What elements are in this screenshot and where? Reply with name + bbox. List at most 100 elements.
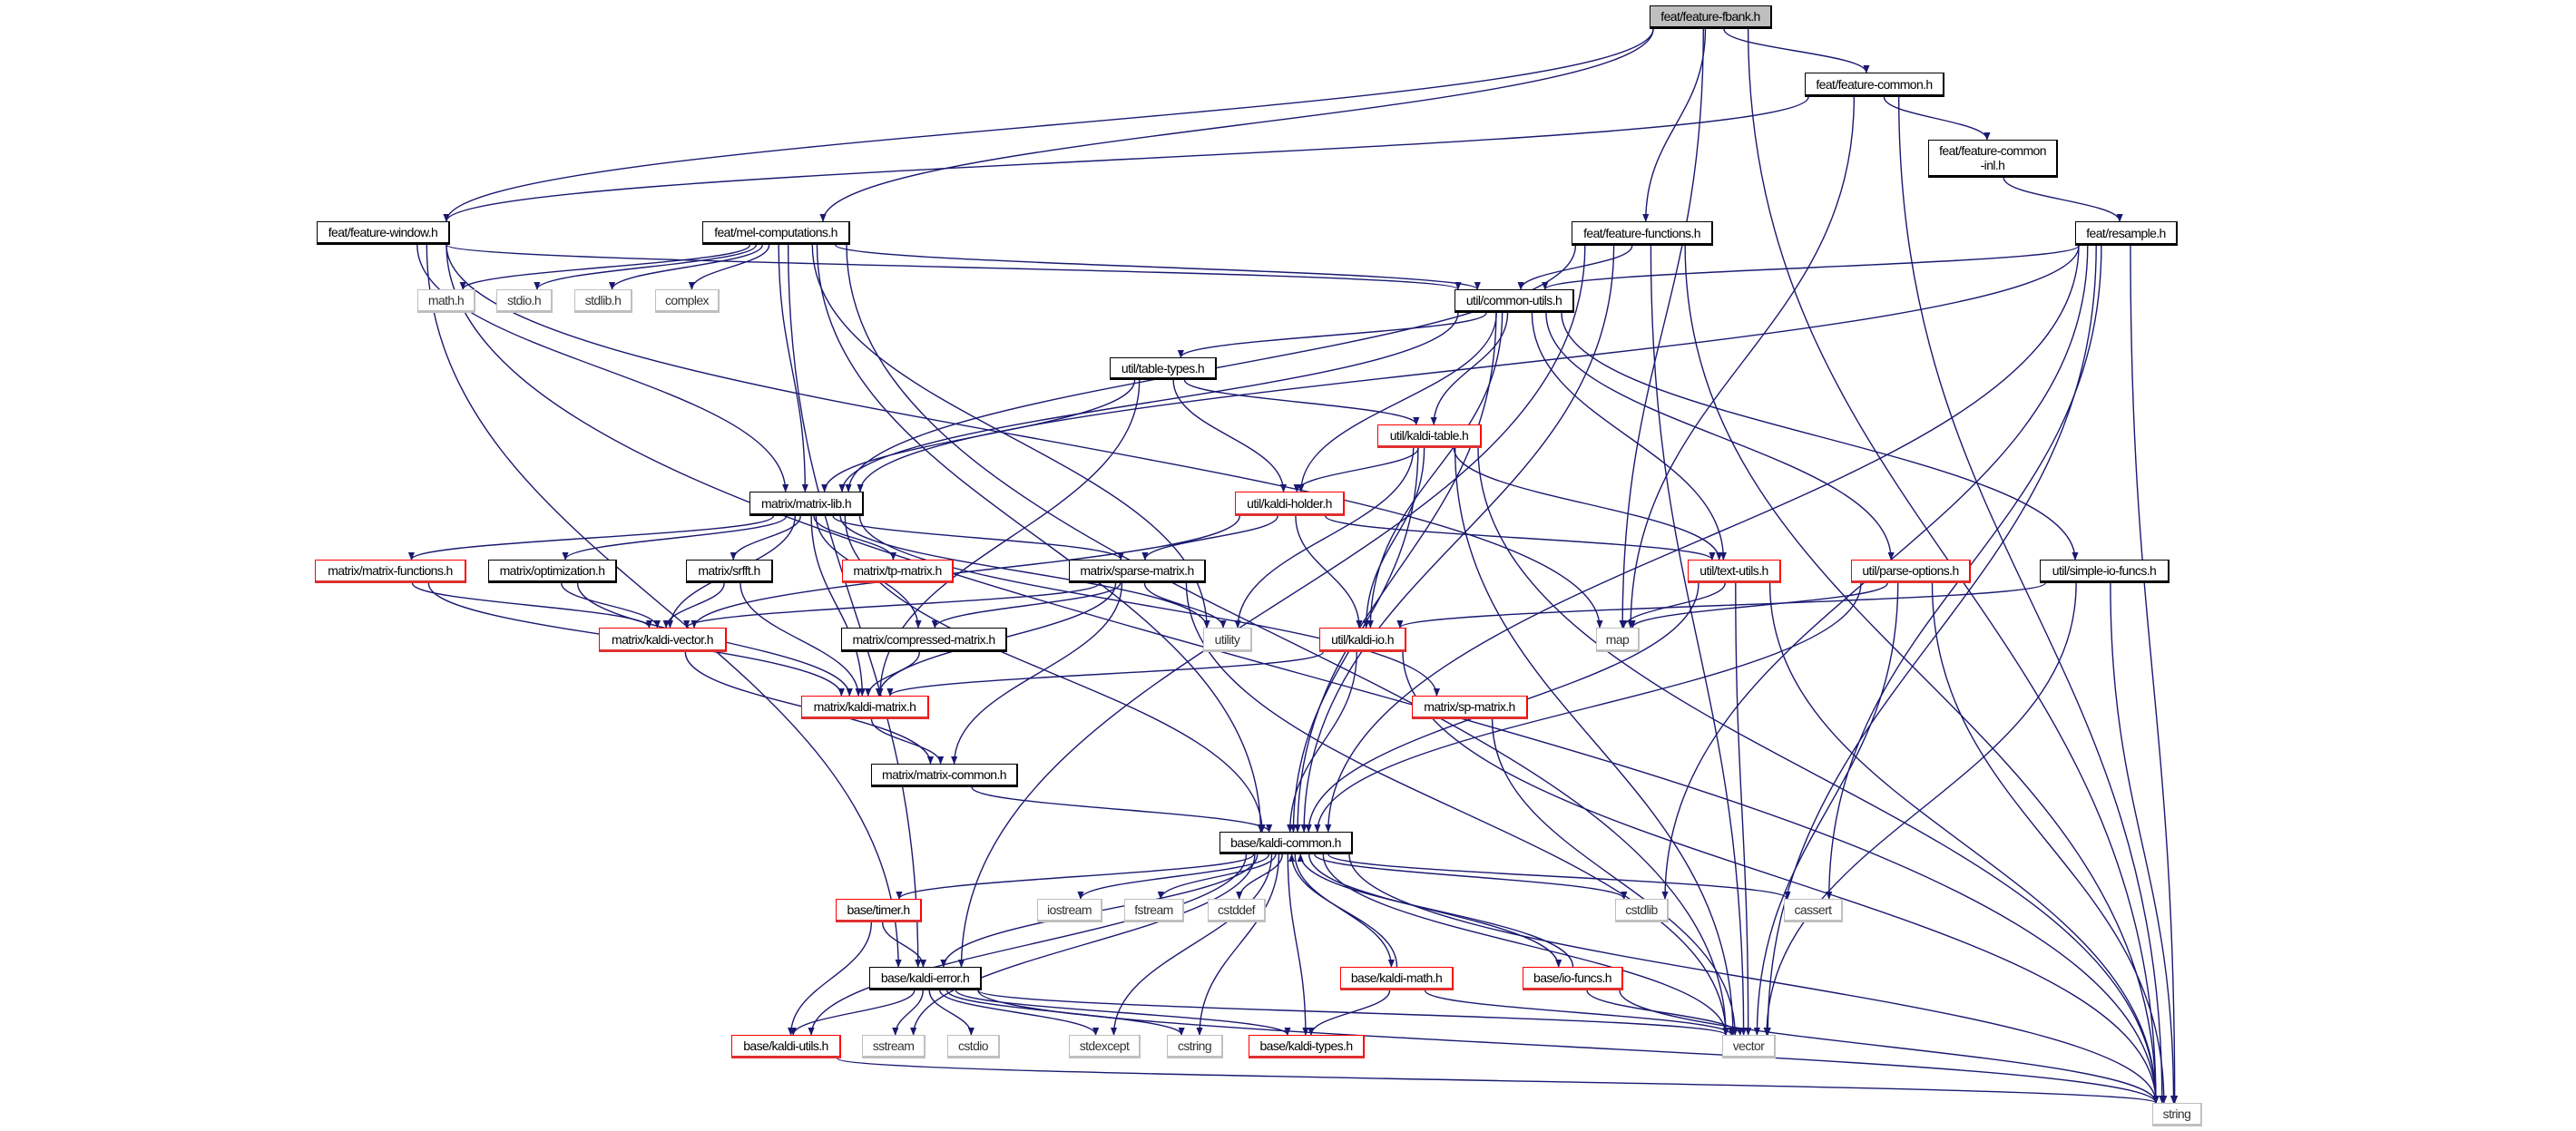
edge-fwindow-to-kaldierror	[426, 244, 902, 968]
edge-timer-to-kaldiutils	[788, 921, 873, 1036]
node-kaldierror[interactable]: base/kaldi-error.h	[869, 967, 982, 990]
edge-ffunc-to-commonutils	[1517, 245, 1633, 290]
node-kalditypes[interactable]: base/kaldi-types.h	[1249, 1035, 1365, 1058]
edge-parseoptions-to-vector	[1753, 582, 1899, 1036]
edge-matrixlib-to-kaldimatrix	[810, 515, 866, 697]
edge-kaldiholder-to-textutils	[1325, 515, 1716, 561]
node-spmatrix[interactable]: matrix/sp-matrix.h	[1412, 696, 1528, 719]
edge-sparse-to-compressed	[931, 582, 1121, 629]
node-stdioh[interactable]: stdio.h	[496, 289, 553, 313]
edge-sparse-to-kaldivector	[683, 582, 1101, 629]
node-sstream[interactable]: sstream	[862, 1035, 926, 1058]
node-iofuncs[interactable]: base/io-funcs.h	[1523, 967, 1623, 990]
node-fbank[interactable]: feat/feature-fbank.h	[1650, 5, 1772, 29]
node-map[interactable]: map	[1596, 628, 1640, 652]
node-stdlibh[interactable]: stdlib.h	[574, 289, 632, 313]
edge-kaldicommon-to-iostream	[1077, 853, 1270, 900]
edge-commonutils-to-kaldiholder	[1298, 312, 1497, 492]
edge-kaldierror-to-stdexcept	[939, 990, 1100, 1036]
node-fstream[interactable]: fstream	[1124, 899, 1184, 922]
node-kaldimath[interactable]: base/kaldi-math.h	[1340, 967, 1454, 990]
node-cstddef[interactable]: cstddef	[1208, 899, 1266, 922]
edge-fbank-to-map	[1619, 28, 1704, 629]
edge-ffunc-to-vector	[1650, 245, 1748, 1036]
edge-kaldicommon-to-iofuncs	[1308, 853, 1562, 968]
node-kaldiholder[interactable]: util/kaldi-holder.h	[1235, 492, 1345, 516]
edge-tabletypes-to-matrixlib	[821, 379, 1136, 492]
edge-sparse-to-utility	[1143, 582, 1227, 629]
node-srfft[interactable]: matrix/srfft.h	[686, 560, 773, 583]
node-utility[interactable]: utility	[1203, 628, 1252, 652]
node-timer[interactable]: base/timer.h	[836, 899, 922, 922]
node-cstring[interactable]: cstring	[1167, 1035, 1223, 1058]
node-fwindow[interactable]: feat/feature-window.h	[317, 221, 450, 245]
edge-commonutils-to-simpleio	[1561, 312, 2079, 561]
edge-fwindow-to-map	[446, 244, 1603, 629]
node-cassert[interactable]: cassert	[1784, 899, 1843, 922]
edge-kaldicommon-to-cstring	[1196, 853, 1280, 1036]
node-compressed[interactable]: matrix/compressed-matrix.h	[841, 628, 1007, 652]
node-kalditable[interactable]: util/kaldi-table.h	[1377, 424, 1482, 448]
node-mfunctions[interactable]: matrix/matrix-functions.h	[315, 560, 466, 583]
node-complex[interactable]: complex	[655, 289, 720, 313]
edge-resample-to-kaldicommon	[1325, 245, 2080, 833]
node-kaldivector[interactable]: matrix/kaldi-vector.h	[599, 628, 727, 652]
edge-kaldiio-to-kaldimatrix	[886, 651, 1324, 697]
edge-kalditable-to-kaldiholder	[1293, 447, 1419, 492]
node-matrixcommon[interactable]: matrix/matrix-common.h	[871, 764, 1018, 787]
edge-kaldimatrix-to-matrixcommon	[870, 718, 945, 765]
node-ffunc[interactable]: feat/feature-functions.h	[1572, 221, 1713, 246]
node-string[interactable]: string	[2152, 1103, 2202, 1126]
edge-resample-to-commonutils	[1542, 245, 2080, 290]
edge-tabletypes-to-kaldiholder	[1172, 379, 1288, 492]
edge-mel-to-matrixlib	[778, 244, 808, 492]
node-tabletypes[interactable]: util/table-types.h	[1110, 357, 1217, 380]
edge-kaldierror-to-sstream	[892, 990, 924, 1036]
edge-fwindow-to-commonutils	[446, 244, 1462, 290]
node-optimization[interactable]: matrix/optimization.h	[488, 560, 617, 583]
node-parseoptions[interactable]: util/parse-options.h	[1851, 560, 1971, 583]
edge-commonutils-to-matrixlib	[838, 312, 1459, 492]
node-mel[interactable]: feat/mel-computations.h	[702, 221, 850, 245]
edge-kaldierror-to-kalditypes	[955, 990, 1291, 1036]
node-vector[interactable]: vector	[1722, 1035, 1776, 1058]
edge-kaldierror-to-string	[977, 990, 2160, 1104]
node-mathh[interactable]: math.h	[417, 289, 475, 313]
edge-commonutils-to-kaldiio	[1366, 312, 1503, 629]
node-kaldimatrix[interactable]: matrix/kaldi-matrix.h	[801, 696, 929, 719]
node-kaldiutils[interactable]: base/kaldi-utils.h	[731, 1035, 841, 1058]
node-simpleio[interactable]: util/simple-io-funcs.h	[2040, 560, 2170, 583]
edge-kaldicommon-to-vector	[1322, 853, 1729, 1036]
node-kaldicommon[interactable]: base/kaldi-common.h	[1219, 832, 1353, 854]
node-textutils[interactable]: util/text-utils.h	[1688, 560, 1781, 583]
node-fcommon[interactable]: feat/feature-common.h	[1805, 73, 1944, 97]
node-cstdio[interactable]: cstdio	[947, 1035, 1000, 1058]
node-cstdlib[interactable]: cstdlib	[1615, 899, 1669, 922]
edge-kaldiholder-to-kaldiio	[1295, 515, 1363, 629]
edge-fbank-to-fwindow	[443, 28, 1654, 222]
edge-kaldicommon-to-cstdlib	[1314, 853, 1628, 900]
edge-matrixlib-to-srfft	[730, 515, 801, 561]
edge-fcommoninl-to-resample	[2003, 177, 2123, 222]
node-iostream[interactable]: iostream	[1037, 899, 1102, 922]
edge-parseoptions-to-map	[1629, 582, 1888, 629]
edge-kaldierror-to-cstdio	[928, 990, 975, 1036]
node-kaldiio[interactable]: util/kaldi-io.h	[1319, 628, 1406, 652]
node-stdexcept[interactable]: stdexcept	[1069, 1035, 1141, 1058]
edge-timer-to-kaldierror	[881, 921, 927, 968]
edge-kaldiio-to-kaldicommon	[1287, 651, 1357, 833]
node-commonutils[interactable]: util/common-utils.h	[1455, 289, 1574, 313]
node-resample[interactable]: feat/resample.h	[2075, 221, 2178, 246]
edge-spmatrix-to-vector	[1491, 718, 1739, 1036]
edge-fcommon-to-string	[1897, 96, 2166, 1104]
edge-kaldimath-to-kalditypes	[1308, 990, 1391, 1036]
node-sparse[interactable]: matrix/sparse-matrix.h	[1069, 560, 1206, 583]
node-fcommoninl[interactable]: feat/feature-common -inl.h	[1928, 140, 2058, 178]
node-matrixlib[interactable]: matrix/matrix-lib.h	[749, 492, 864, 516]
edge-mel-to-stdlibh	[608, 244, 763, 290]
edge-matrixlib-to-sparse	[832, 515, 1124, 561]
edge-mel-to-kaldierror	[787, 244, 922, 968]
node-tpmatrix[interactable]: matrix/tp-matrix.h	[842, 560, 954, 583]
edge-compressed-to-kaldimatrix	[865, 651, 920, 697]
edge-fbank-to-fcommon	[1723, 28, 1870, 73]
